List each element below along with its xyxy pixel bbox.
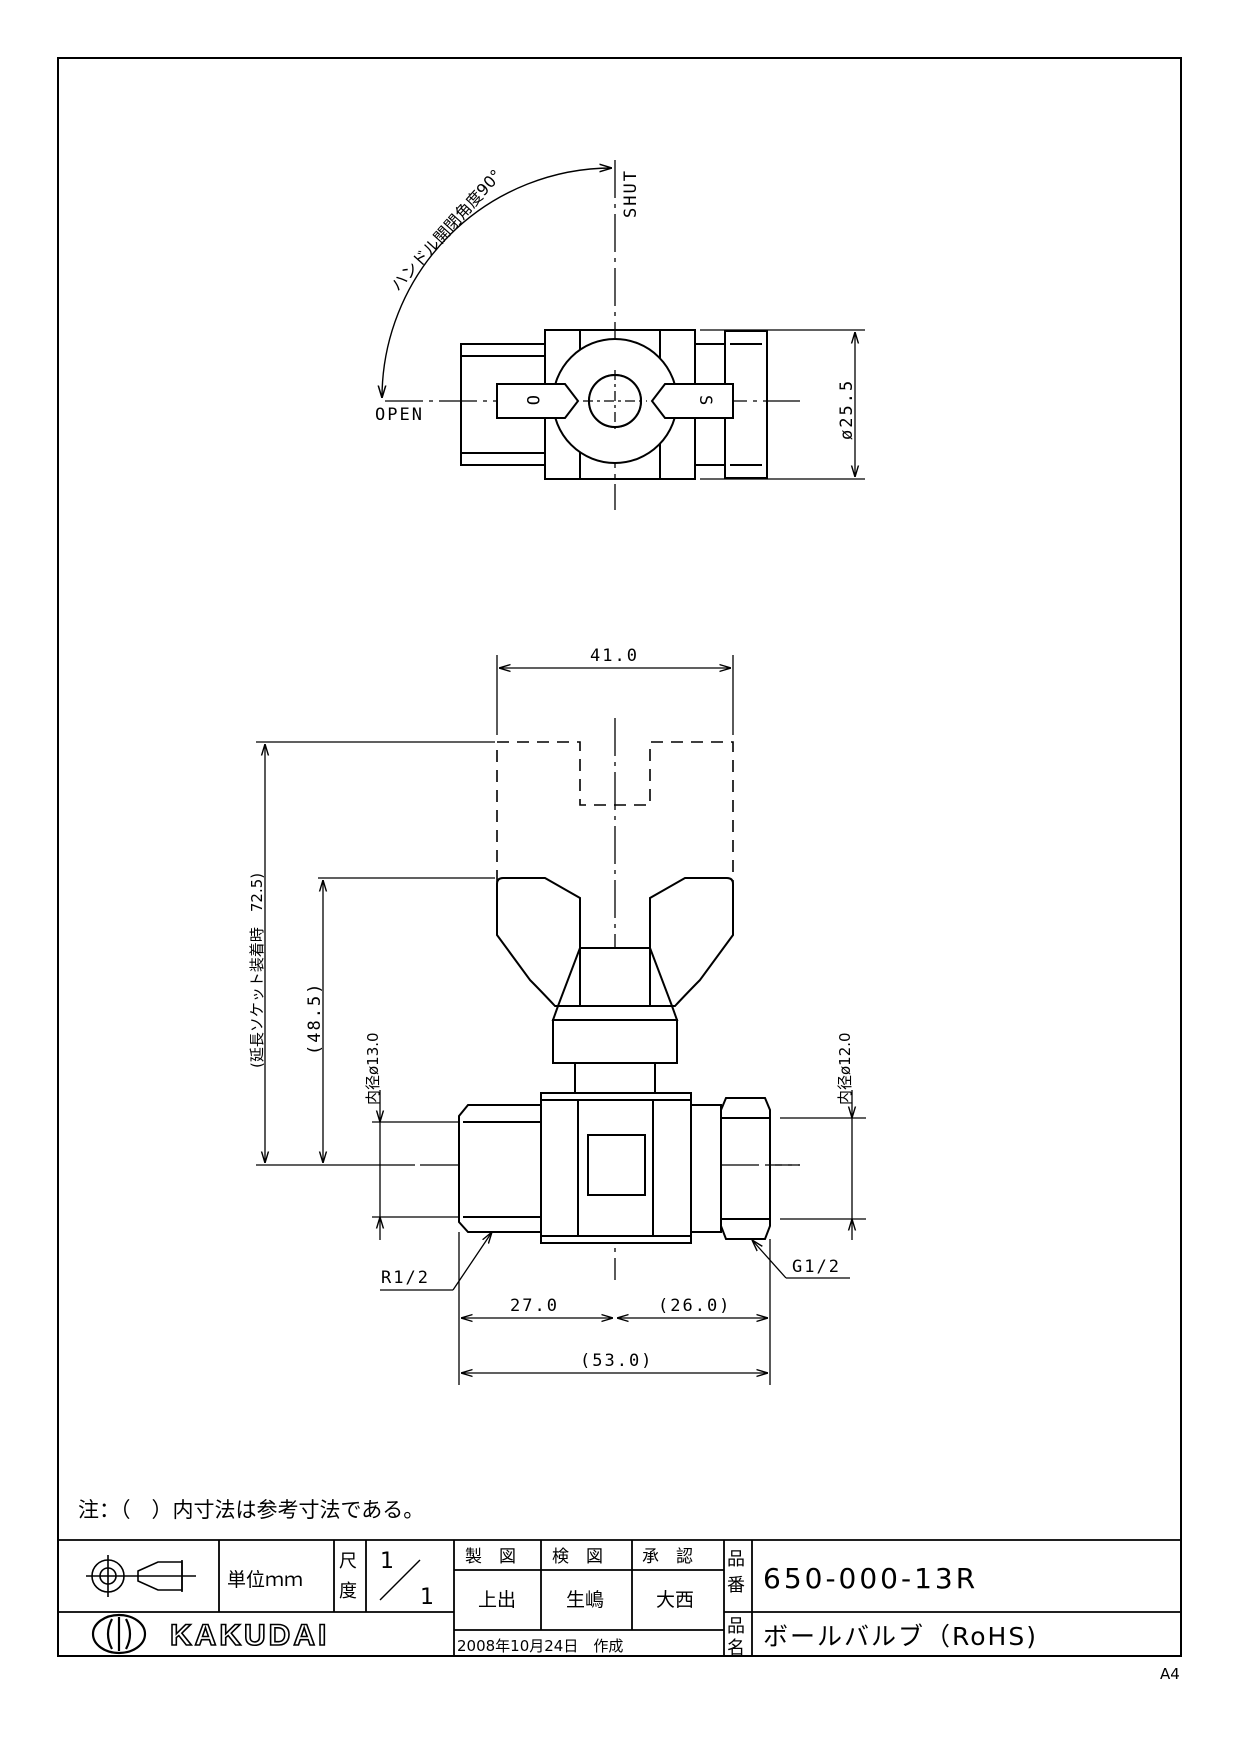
scale-numerator: 1 bbox=[380, 1549, 394, 1574]
checked-by: 生嶋 bbox=[566, 1589, 604, 1611]
scale-denominator: 1 bbox=[420, 1585, 434, 1610]
drafted-by: 上出 bbox=[478, 1589, 516, 1611]
kakudai-logo-icon bbox=[91, 1613, 147, 1655]
handle-width-dimension: 41.0 bbox=[590, 646, 639, 666]
drafted-header: 製 図 bbox=[465, 1547, 516, 1567]
scale-label-bottom: 度 bbox=[339, 1581, 357, 1602]
part-name-label-bottom: 名 bbox=[727, 1638, 745, 1659]
length-total-dimension: (53.0) bbox=[580, 1351, 653, 1371]
part-number-label-top: 品 bbox=[727, 1549, 745, 1570]
part-number-label-bottom: 番 bbox=[727, 1575, 745, 1596]
unit-label: 単位ｍｍ bbox=[227, 1569, 303, 1591]
thread-right-label: G1/2 bbox=[792, 1257, 841, 1277]
creation-date: 2008年10月24日 作成 bbox=[457, 1637, 623, 1655]
length-left-dimension: 27.0 bbox=[510, 1296, 559, 1316]
checked-header: 検 図 bbox=[552, 1547, 603, 1567]
scale-label-top: 尺 bbox=[339, 1551, 357, 1572]
title-block bbox=[58, 1539, 1181, 1656]
handle-o-label: O bbox=[522, 395, 542, 407]
handle-s-label: S bbox=[695, 395, 715, 407]
third-angle-projection-icon bbox=[86, 1555, 196, 1597]
standard-height-dimension: (48.5) bbox=[305, 982, 325, 1055]
inner-diameter-left: 内径ø13.0 bbox=[364, 1032, 382, 1105]
open-label: OPEN bbox=[375, 405, 424, 425]
extended-height-dimension: (延長ソケット装着時 72.5) bbox=[248, 873, 266, 1068]
paper-size: A4 bbox=[1160, 1665, 1180, 1683]
front-view bbox=[420, 718, 800, 1280]
diameter-dimension: ø25.5 bbox=[837, 379, 857, 440]
thread-left-label: R1/2 bbox=[381, 1268, 430, 1288]
shut-label: SHUT bbox=[621, 169, 641, 218]
top-view bbox=[382, 160, 865, 510]
part-name: ボールバルブ（RoHS) bbox=[763, 1622, 1038, 1651]
part-name-label-top: 品 bbox=[727, 1616, 745, 1637]
approved-by: 大西 bbox=[656, 1589, 694, 1611]
length-right-dimension: (26.0) bbox=[658, 1296, 731, 1316]
approved-header: 承 認 bbox=[642, 1547, 693, 1567]
front-dimensions bbox=[256, 655, 866, 1385]
inner-diameter-right: 内径ø12.0 bbox=[836, 1032, 854, 1105]
reference-note: 注：（ ）内寸法は参考寸法である。 bbox=[78, 1498, 424, 1522]
part-number: 650-000-13R bbox=[763, 1562, 978, 1595]
handle-angle-label: ハンドル開閉角度90° bbox=[387, 166, 506, 295]
brand-name: KAKUDAI bbox=[170, 1619, 329, 1652]
drawing-frame bbox=[57, 57, 1182, 1657]
